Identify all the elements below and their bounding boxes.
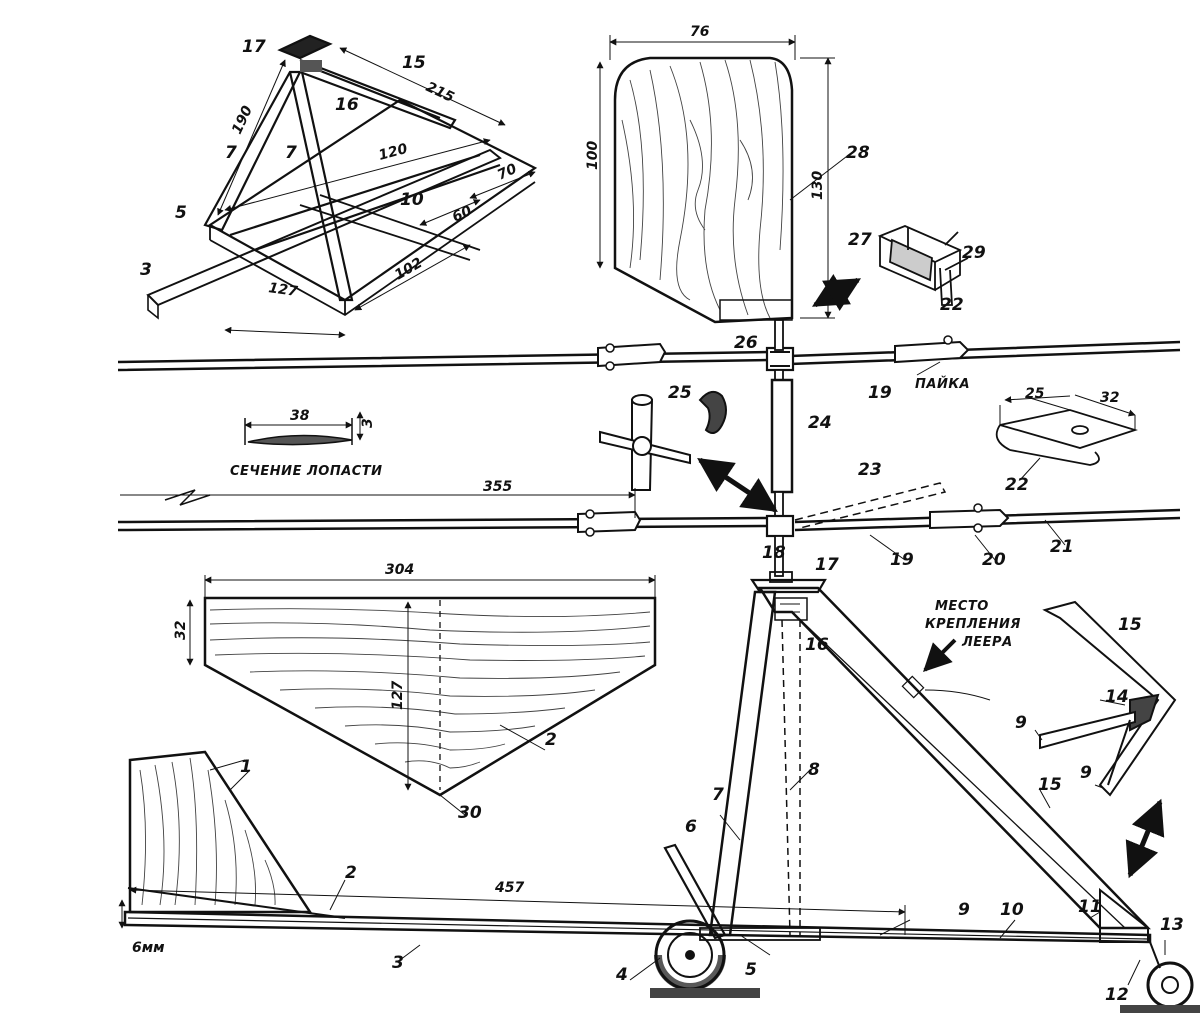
label-6: 6 bbox=[685, 817, 697, 837]
dim-3: 3 bbox=[360, 418, 376, 428]
label-15-side: 15 bbox=[1038, 775, 1062, 795]
dim-215: 215 bbox=[423, 79, 456, 106]
label-16-side: 16 bbox=[805, 635, 829, 655]
label-25: 25 bbox=[668, 383, 692, 403]
dim-355: 355 bbox=[483, 479, 512, 495]
dim-25: 25 bbox=[1025, 386, 1045, 402]
label-23: 23 bbox=[858, 460, 882, 480]
dimension-labels: 76 100 130 190 215 120 70 60 102 127 38 … bbox=[132, 24, 1119, 956]
label-27: 27 bbox=[848, 230, 872, 250]
label-15-detail: 15 bbox=[1118, 615, 1142, 635]
label-12: 12 bbox=[1105, 985, 1129, 1005]
stabilizer-panel bbox=[186, 575, 657, 816]
blade-section bbox=[244, 411, 364, 446]
hub-assembly-25 bbox=[599, 390, 778, 513]
label-22-detail: 22 bbox=[1005, 475, 1029, 495]
label-17-side: 17 bbox=[815, 555, 839, 575]
dim-190: 190 bbox=[229, 103, 256, 136]
dim-38: 38 bbox=[290, 408, 310, 424]
label-10-iso: 10 bbox=[400, 190, 424, 210]
label-11: 11 bbox=[1078, 897, 1102, 917]
label-13: 13 bbox=[1160, 915, 1184, 935]
tail-bracket-detail bbox=[1034, 600, 1177, 879]
dim-100: 100 bbox=[585, 141, 601, 170]
dim-76: 76 bbox=[690, 24, 710, 40]
label-15-iso: 15 bbox=[402, 53, 426, 73]
label-29: 29 bbox=[962, 243, 986, 263]
label-19-upper: 19 bbox=[868, 383, 892, 403]
label-7-side: 7 bbox=[712, 785, 724, 805]
dim-60: 60 bbox=[450, 203, 475, 226]
label-4: 4 bbox=[615, 965, 628, 985]
label-7-iso-b: 7 bbox=[285, 143, 297, 163]
caption-rope-3: ЛЕЕРА bbox=[961, 635, 1013, 650]
label-5-iso: 5 bbox=[175, 203, 187, 223]
label-1: 1 bbox=[240, 757, 252, 777]
top-blade-panel bbox=[596, 35, 862, 324]
label-3-side: 3 bbox=[392, 953, 404, 973]
label-10-side: 10 bbox=[1000, 900, 1024, 920]
upper-rotor bbox=[117, 319, 1181, 521]
dim-130: 130 bbox=[810, 171, 826, 200]
label-20: 20 bbox=[982, 550, 1006, 570]
label-30: 30 bbox=[458, 803, 482, 823]
dim-32-detail: 32 bbox=[1100, 390, 1119, 406]
lower-rotor bbox=[117, 482, 1181, 577]
label-9-detail-a: 9 bbox=[1015, 713, 1027, 733]
label-7-iso-a: 7 bbox=[225, 143, 237, 163]
dim-70: 70 bbox=[495, 161, 520, 184]
label-3-iso: 3 bbox=[140, 260, 152, 280]
label-2-panel: 2 bbox=[545, 730, 557, 750]
isometric-frame bbox=[146, 34, 538, 339]
side-view bbox=[118, 571, 1200, 1013]
label-9-side: 9 bbox=[958, 900, 970, 920]
part-labels: 17 15 16 7 7 10 5 3 28 27 29 22 26 19 25… bbox=[140, 37, 1184, 1005]
dim-457: 457 bbox=[494, 880, 524, 896]
label-2-side: 2 bbox=[345, 863, 357, 883]
label-24: 24 bbox=[808, 413, 832, 433]
label-26: 26 bbox=[734, 333, 758, 353]
captions: СЕЧЕНИЕ ЛОПАСТИ ПАЙКА МЕСТО КРЕПЛЕНИЯ ЛЕ… bbox=[230, 376, 1021, 650]
label-22-top: 22 bbox=[940, 295, 964, 315]
dim-304: 304 bbox=[385, 562, 414, 578]
caption-blade-section: СЕЧЕНИЕ ЛОПАСТИ bbox=[230, 464, 383, 479]
dim-6mm: 6мм bbox=[132, 940, 165, 956]
dim-32-panel: 32 bbox=[173, 621, 189, 640]
dim-127-panel: 127 bbox=[390, 681, 406, 710]
caption-rope-2: КРЕПЛЕНИЯ bbox=[925, 617, 1021, 632]
clip-27-29 bbox=[877, 225, 969, 306]
label-8: 8 bbox=[808, 760, 820, 780]
dim-120: 120 bbox=[377, 141, 410, 164]
caption-solder: ПАЙКА bbox=[915, 376, 970, 392]
label-5-side: 5 bbox=[745, 960, 757, 980]
label-18: 18 bbox=[762, 543, 786, 563]
caption-rope-1: МЕСТО bbox=[935, 599, 989, 614]
dim-127-iso: 127 bbox=[267, 280, 298, 300]
label-9-detail-b: 9 bbox=[1080, 763, 1092, 783]
bracket-22 bbox=[995, 395, 1135, 481]
label-21: 21 bbox=[1050, 537, 1074, 557]
label-16-iso: 16 bbox=[335, 95, 359, 115]
label-19-lower: 19 bbox=[890, 550, 914, 570]
label-14: 14 bbox=[1105, 687, 1129, 707]
label-28: 28 bbox=[846, 143, 870, 163]
label-17-iso: 17 bbox=[242, 37, 266, 57]
